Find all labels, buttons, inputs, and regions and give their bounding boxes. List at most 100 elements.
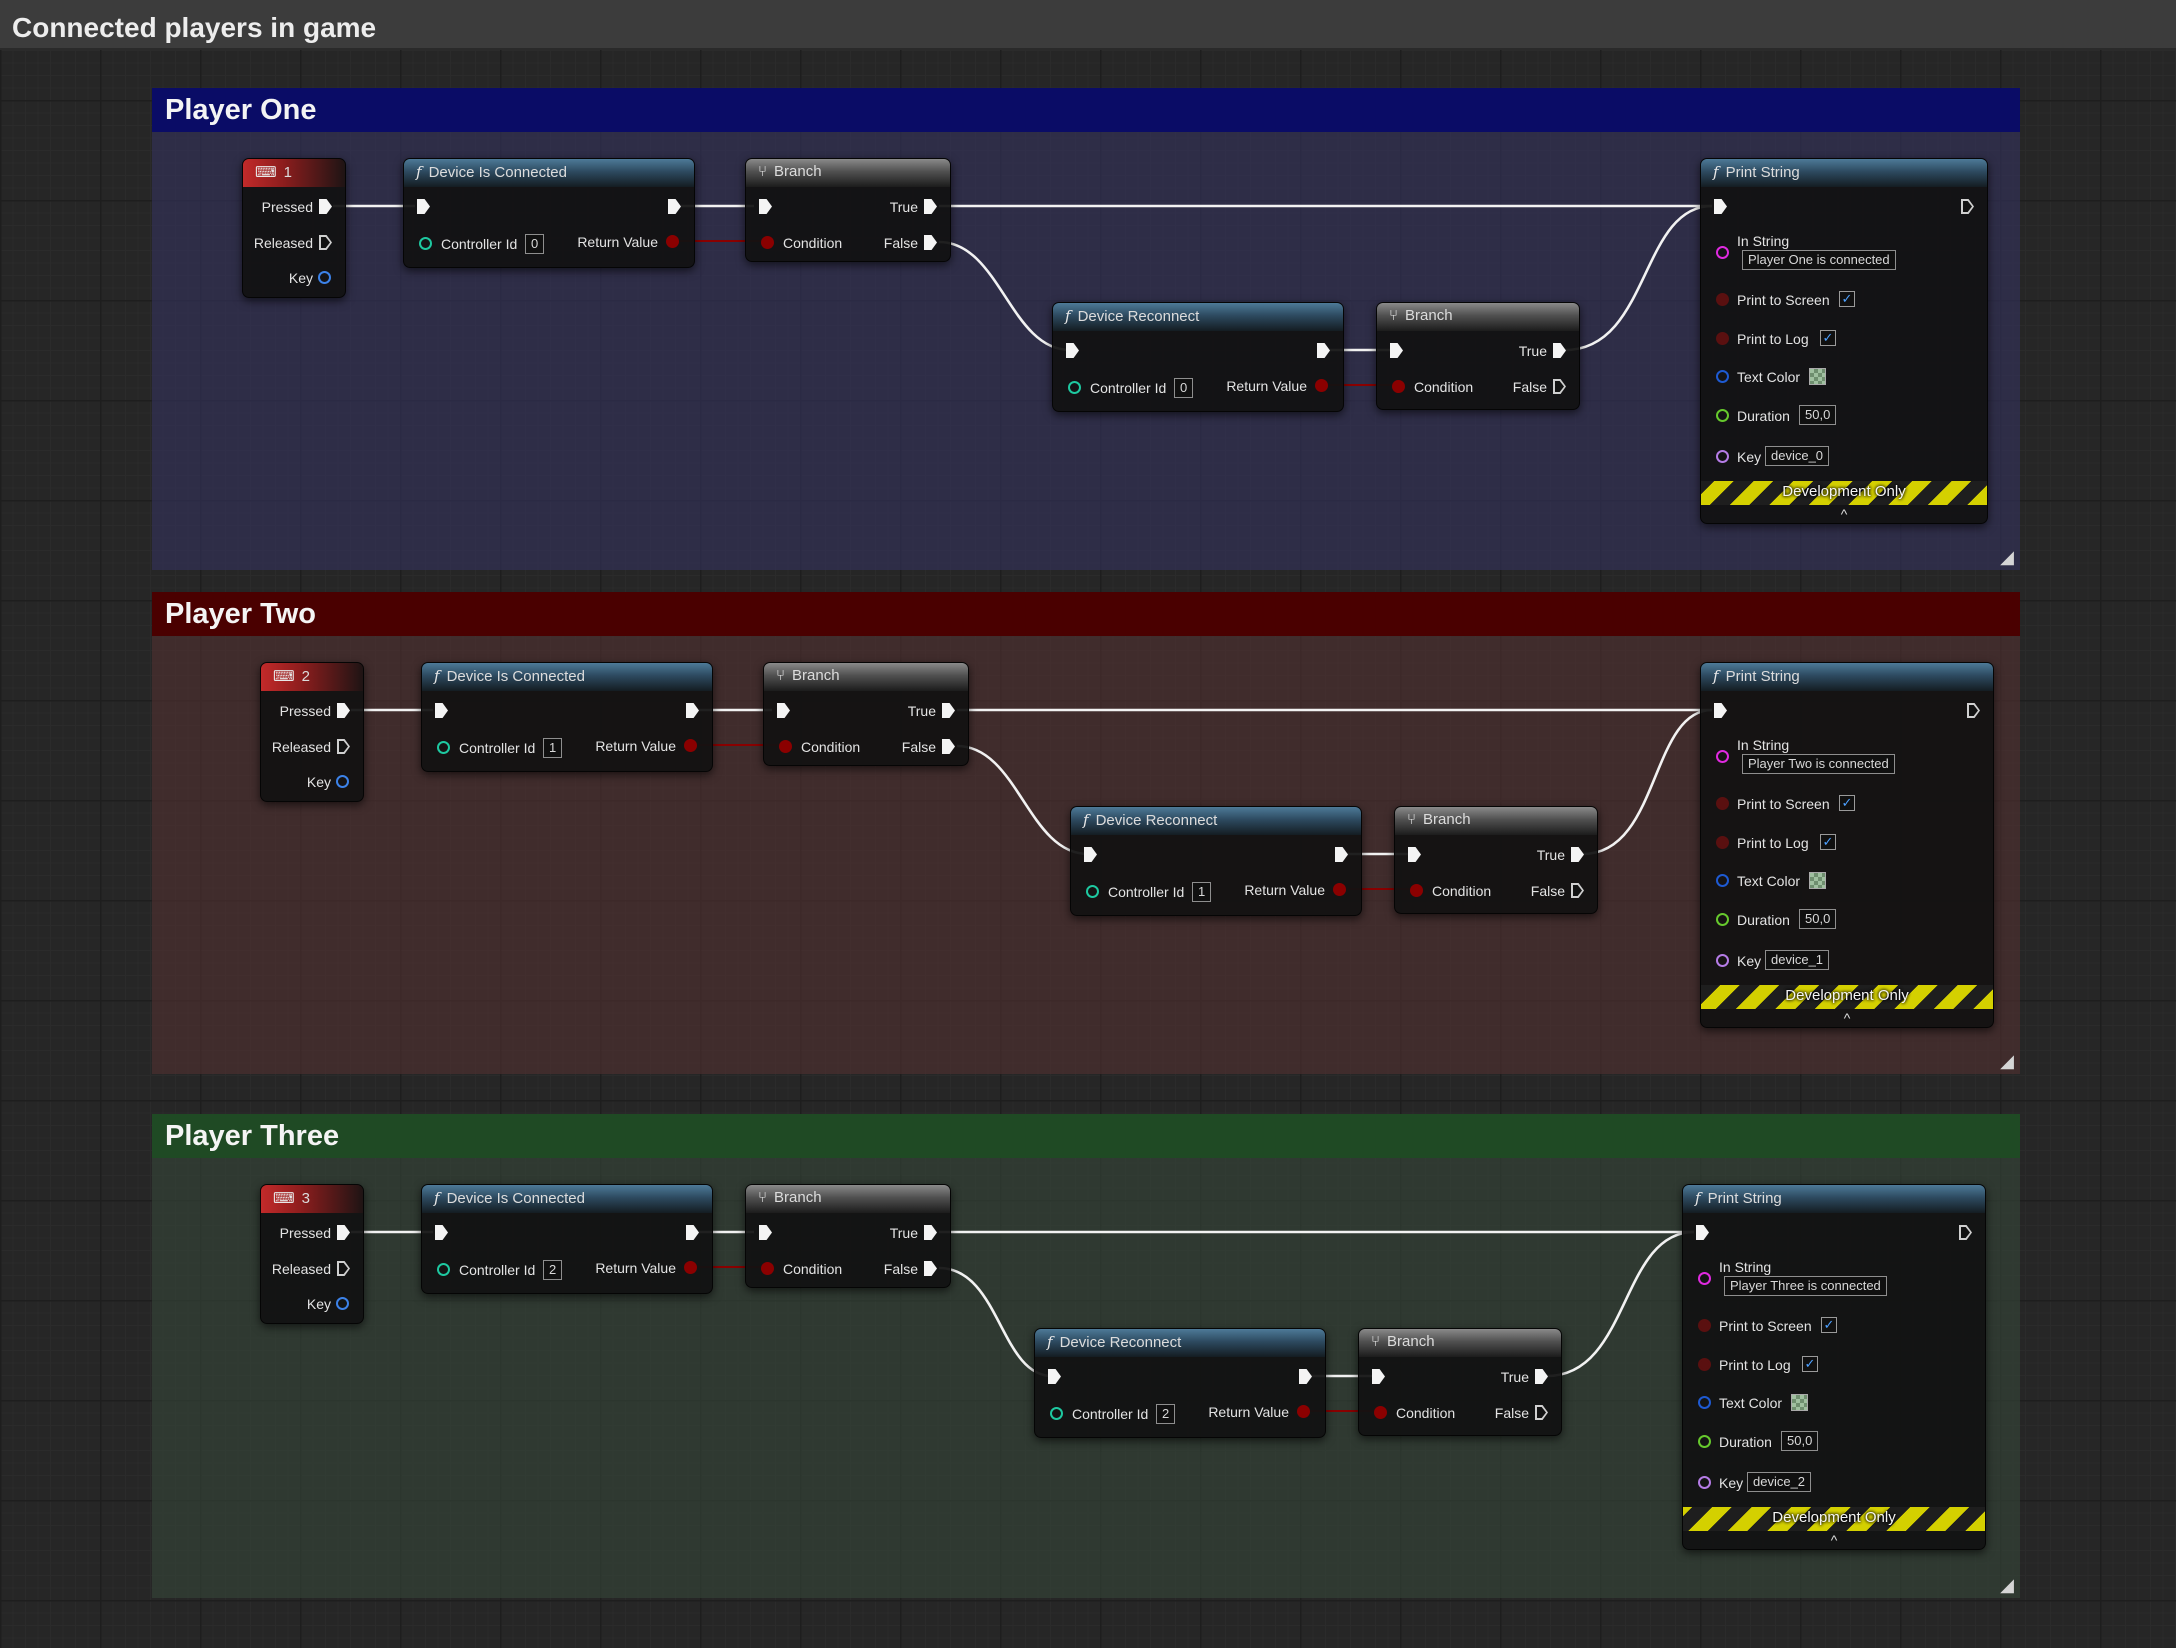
condition-pin[interactable] — [761, 1262, 774, 1275]
expand-caret-icon[interactable]: ^ — [1843, 1010, 1851, 1026]
branch-node-2[interactable]: ⑂Branch True Condition False — [1394, 806, 1598, 914]
key-event-node-2[interactable]: ⌨2 Pressed Released Key — [260, 662, 364, 802]
condition-pin[interactable] — [1374, 1406, 1387, 1419]
controller-id-pin[interactable] — [1050, 1407, 1063, 1420]
controller-id-pin[interactable] — [1068, 381, 1081, 394]
true-exec-pin[interactable] — [1553, 343, 1566, 358]
exec-in-pin[interactable] — [1048, 1369, 1061, 1384]
exec-out-pin[interactable] — [1967, 703, 1980, 718]
exec-in-pin[interactable] — [1390, 343, 1403, 358]
print-to-log-checkbox[interactable]: ✓ — [1820, 834, 1836, 850]
exec-in-pin[interactable] — [759, 1225, 772, 1240]
print-to-log-checkbox[interactable]: ✓ — [1802, 1356, 1818, 1372]
resize-handle-icon[interactable]: ◢ — [2000, 1575, 2014, 1595]
in-string-pin[interactable] — [1716, 246, 1729, 259]
in-string-input[interactable]: Player Three is connected — [1724, 1276, 1887, 1296]
print-to-screen-checkbox[interactable]: ✓ — [1839, 291, 1855, 307]
key-input[interactable]: device_0 — [1765, 446, 1830, 466]
print-to-screen-checkbox[interactable]: ✓ — [1839, 795, 1855, 811]
resize-handle-icon[interactable]: ◢ — [2000, 547, 2014, 567]
print-to-log-pin[interactable] — [1716, 836, 1729, 849]
in-string-input[interactable]: Player One is connected — [1742, 250, 1896, 270]
exec-out-pin[interactable] — [686, 703, 699, 718]
print-to-screen-checkbox[interactable]: ✓ — [1821, 1317, 1837, 1333]
released-exec-pin[interactable] — [337, 739, 350, 754]
exec-in-pin[interactable] — [777, 703, 790, 718]
in-string-pin[interactable] — [1716, 750, 1729, 763]
false-exec-pin[interactable] — [924, 235, 937, 250]
key-pin[interactable] — [1698, 1476, 1711, 1489]
key-pin[interactable] — [336, 775, 349, 788]
true-exec-pin[interactable] — [1571, 847, 1584, 862]
false-exec-pin[interactable] — [924, 1261, 937, 1276]
duration-pin[interactable] — [1716, 913, 1729, 926]
pressed-exec-pin[interactable] — [319, 199, 332, 214]
exec-in-pin[interactable] — [435, 703, 448, 718]
controller-id-input[interactable]: 1 — [1192, 882, 1212, 902]
comment-header[interactable]: Player Three — [152, 1114, 2020, 1158]
condition-pin[interactable] — [1410, 884, 1423, 897]
key-pin[interactable] — [1716, 954, 1729, 967]
duration-pin[interactable] — [1698, 1435, 1711, 1448]
print-to-log-pin[interactable] — [1698, 1358, 1711, 1371]
branch-node-1[interactable]: ⑂Branch True Condition False — [745, 1184, 951, 1288]
text-color-pin[interactable] — [1716, 874, 1729, 887]
return-value-pin[interactable] — [1333, 883, 1346, 896]
in-string-input[interactable]: Player Two is connected — [1742, 754, 1895, 774]
true-exec-pin[interactable] — [924, 1225, 937, 1240]
branch-node-2[interactable]: ⑂Branch True Condition False — [1358, 1328, 1562, 1436]
true-exec-pin[interactable] — [942, 703, 955, 718]
exec-in-pin[interactable] — [1372, 1369, 1385, 1384]
exec-in-pin[interactable] — [1714, 199, 1727, 214]
duration-input[interactable]: 50,0 — [1799, 405, 1837, 425]
exec-in-pin[interactable] — [1696, 1225, 1709, 1240]
exec-in-pin[interactable] — [1714, 703, 1727, 718]
text-color-swatch[interactable] — [1809, 368, 1826, 385]
duration-input[interactable]: 50,0 — [1799, 909, 1837, 929]
text-color-pin[interactable] — [1716, 370, 1729, 383]
controller-id-pin[interactable] — [419, 237, 432, 250]
return-value-pin[interactable] — [1297, 1405, 1310, 1418]
true-exec-pin[interactable] — [924, 199, 937, 214]
true-exec-pin[interactable] — [1535, 1369, 1548, 1384]
text-color-swatch[interactable] — [1809, 872, 1826, 889]
resize-handle-icon[interactable]: ◢ — [2000, 1051, 2014, 1071]
exec-out-pin[interactable] — [1317, 343, 1330, 358]
key-event-node-1[interactable]: ⌨1 Pressed Released Key — [242, 158, 346, 298]
exec-out-pin[interactable] — [1335, 847, 1348, 862]
print-to-log-checkbox[interactable]: ✓ — [1820, 330, 1836, 346]
controller-id-input[interactable]: 0 — [1174, 378, 1194, 398]
key-event-node-3[interactable]: ⌨3 Pressed Released Key — [260, 1184, 364, 1324]
key-input[interactable]: device_2 — [1747, 1472, 1812, 1492]
expand-caret-icon[interactable]: ^ — [1830, 1532, 1838, 1548]
key-input[interactable]: device_1 — [1765, 950, 1830, 970]
exec-in-pin[interactable] — [435, 1225, 448, 1240]
condition-pin[interactable] — [779, 740, 792, 753]
return-value-pin[interactable] — [1315, 379, 1328, 392]
key-pin[interactable] — [336, 1297, 349, 1310]
branch-node-2[interactable]: ⑂Branch True Condition False — [1376, 302, 1580, 410]
in-string-pin[interactable] — [1698, 1272, 1711, 1285]
expand-caret-icon[interactable]: ^ — [1840, 506, 1848, 522]
text-color-swatch[interactable] — [1791, 1394, 1808, 1411]
exec-in-pin[interactable] — [1066, 343, 1079, 358]
exec-in-pin[interactable] — [1084, 847, 1097, 862]
exec-out-pin[interactable] — [686, 1225, 699, 1240]
controller-id-input[interactable]: 0 — [525, 234, 545, 254]
print-to-log-pin[interactable] — [1716, 332, 1729, 345]
condition-pin[interactable] — [761, 236, 774, 249]
return-value-pin[interactable] — [684, 739, 697, 752]
false-exec-pin[interactable] — [1571, 883, 1584, 898]
print-to-screen-pin[interactable] — [1716, 797, 1729, 810]
key-pin[interactable] — [1716, 450, 1729, 463]
exec-in-pin[interactable] — [759, 199, 772, 214]
exec-out-pin[interactable] — [1959, 1225, 1972, 1240]
exec-out-pin[interactable] — [1961, 199, 1974, 214]
controller-id-pin[interactable] — [437, 741, 450, 754]
